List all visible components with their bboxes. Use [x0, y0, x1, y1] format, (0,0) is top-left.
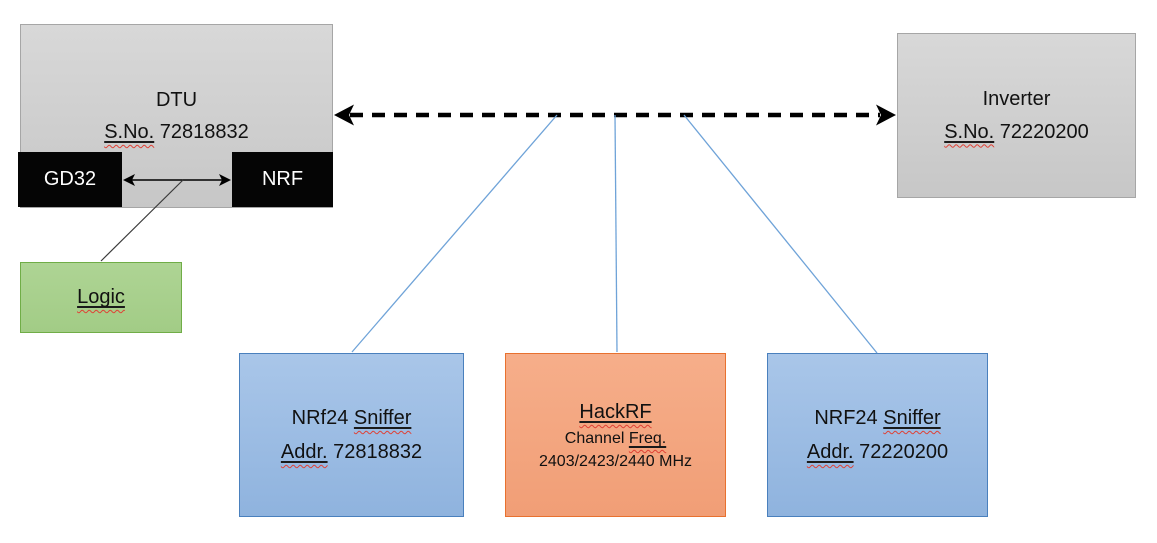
logic-label: Logic: [77, 286, 125, 308]
hackrf-title: HackRF: [579, 397, 651, 427]
sniffer-right-addr-label: Addr.: [806, 441, 854, 463]
hackrf-tap-line: [614, 114, 618, 353]
logic-box: Logic: [20, 262, 182, 333]
hackrf-frequencies: 2403/2423/2440 MHz: [539, 453, 692, 470]
gd32-chip: GD32: [18, 152, 122, 207]
sniffer-left-tap-line: [351, 114, 558, 353]
sniffer-right-tap-line: [683, 114, 878, 354]
hackrf-channel-word: Channel: [564, 430, 625, 447]
sniffer-right-title: NRF24 Sniffer: [814, 401, 940, 435]
hackrf-title-word: HackRF: [579, 401, 652, 423]
sniffer-left-addr: Addr. 72818832: [281, 435, 422, 469]
hackrf-freq-word: Freq.: [628, 430, 667, 447]
hackrf-box: HackRF Channel Freq. 2403/2423/2440 MHz: [505, 353, 726, 517]
rf-link-arrowhead-right: [876, 104, 896, 126]
inverter-title: Inverter: [982, 87, 1051, 110]
inverter-serial-number: 72220200: [999, 120, 1089, 143]
inverter-box: Inverter S.No. 72220200: [897, 33, 1136, 198]
nrf-label: NRF: [261, 168, 304, 190]
sniffer-right-name: NRF24: [814, 407, 878, 429]
dtu-serial-label: S.No.: [104, 121, 155, 143]
dtu-serial-number: 72818832: [159, 121, 249, 143]
sniffer-left-addr-number: 72818832: [333, 441, 423, 463]
sniffer-right-addr-number: 72220200: [859, 441, 949, 463]
nrf-chip: NRF: [232, 152, 333, 207]
sniffer-right-word: Sniffer: [883, 407, 941, 429]
sniffer-left-box: NRf24 Sniffer Addr. 72818832: [239, 353, 464, 517]
dtu-serial: S.No. 72818832: [104, 116, 249, 148]
inverter-serial: S.No. 72220200: [944, 116, 1089, 149]
sniffer-right-addr: Addr. 72220200: [807, 435, 948, 469]
rf-link-arrowhead-left: [334, 104, 354, 126]
gd32-label: GD32: [43, 168, 97, 190]
sniffer-left-name: NRf24: [291, 407, 349, 429]
sniffer-right-box: NRF24 Sniffer Addr. 72220200: [767, 353, 988, 517]
sniffer-left-word: Sniffer: [353, 407, 412, 429]
inverter-serial-label: S.No.: [944, 120, 995, 143]
hackrf-subtitle: Channel Freq.: [565, 427, 666, 450]
sniffer-left-title: NRf24 Sniffer: [292, 401, 412, 435]
sniffer-left-addr-label: Addr.: [280, 441, 328, 463]
dtu-title: DTU: [155, 89, 198, 111]
